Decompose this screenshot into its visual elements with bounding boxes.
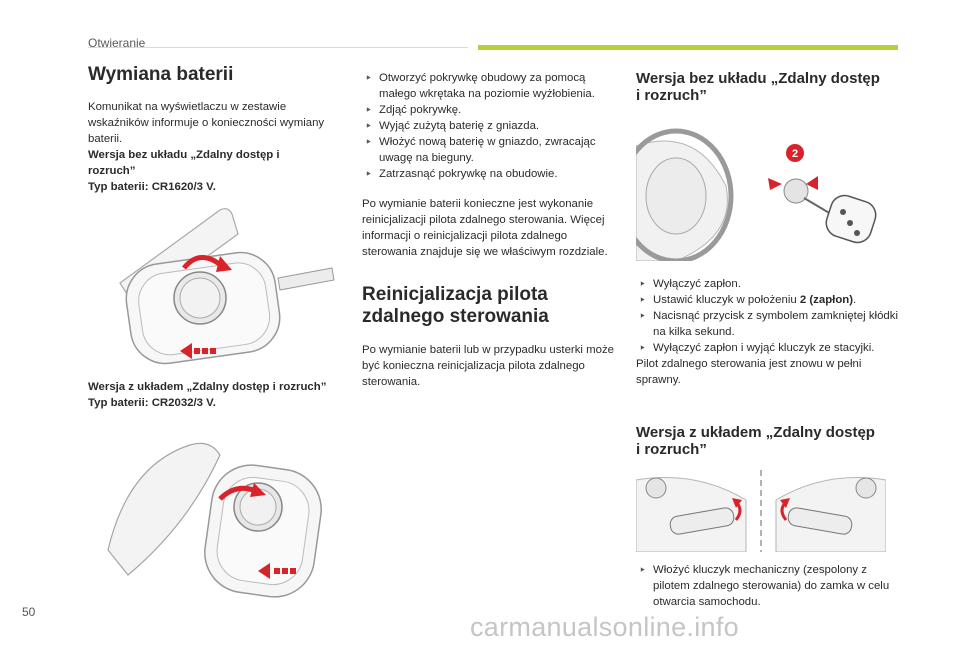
battery-step: Włożyć nową baterię w gniazdo, zwracając…	[362, 134, 614, 166]
reinit-step: Wyłączyć zapłon.	[636, 276, 898, 292]
column-reinit-v2-steps: Włożyć kluczyk mechaniczny (zespolony z …	[636, 562, 898, 610]
battery-step: Zdjąć pokrywkę.	[362, 102, 614, 118]
reinit-title-line2: zdalnego sterowania	[362, 306, 549, 327]
reinit-text: Po wymianie baterii lub w przypadku uste…	[362, 344, 614, 388]
column-reinit-v1-title: Wersja bez układu „Zdalny dostęp i rozru…	[636, 70, 906, 104]
v1-section-title-line2: i rozruch”	[636, 87, 707, 104]
column-steps: Otworzyć pokrywkę obudowy za pomocą małe…	[362, 70, 614, 390]
key-fob-battery-illustration-2	[107, 442, 322, 598]
v2-step: Włożyć kluczyk mechaniczny (zespolony z …	[636, 562, 898, 610]
battery-steps-list: Otworzyć pokrywkę obudowy za pomocą małe…	[362, 70, 614, 182]
battery-step: Zatrzasnąć pokrywkę na obudowie.	[362, 166, 614, 182]
ignition-position: 2 (zapłon)	[799, 294, 854, 306]
position-badge: 2	[792, 148, 798, 160]
reinit-step: Wyłączyć zapłon i wyjąć kluczyk ze stacy…	[636, 340, 898, 356]
reinit-title-line1: Reinicjalizacja pilota	[362, 284, 548, 305]
header-divider	[88, 47, 468, 48]
page-number: 50	[22, 605, 36, 619]
battery-step: Otworzyć pokrywkę obudowy za pomocą małe…	[362, 70, 614, 102]
column-reinit-v2-title: Wersja z układem „Zdalny dostęp i rozruc…	[636, 424, 906, 458]
v2-steps-list: Włożyć kluczyk mechaniczny (zespolony z …	[636, 562, 898, 610]
version-2-label-block: Wersja z układem „Zdalny dostęp i rozruc…	[88, 379, 348, 411]
reinit-result-text: Pilot zdalnego sterowania jest znowu w p…	[636, 358, 862, 386]
watermark: carmanualsonline.info	[470, 612, 739, 642]
after-replacement-text: Po wymianie baterii konieczne jest wykon…	[362, 198, 608, 258]
version-1-label-line2: rozruch”	[88, 165, 136, 177]
column-battery-replacement: Wymiana baterii Komunikat na wyświetlacz…	[88, 64, 340, 195]
v2-section-title-line1: Wersja z układem „Zdalny dostęp	[636, 424, 875, 441]
v2-section-title-line2: i rozruch”	[636, 441, 707, 458]
reinit-steps-list: Wyłączyć zapłon. Ustawić kluczyk w położ…	[636, 276, 898, 356]
door-lock-key-illustration	[636, 470, 886, 552]
ignition-key-illustration: 2	[636, 126, 886, 261]
section-label: Otwieranie	[88, 36, 146, 50]
page-title: Wymiana baterii	[88, 64, 234, 85]
v1-section-title-line1: Wersja bez układu „Zdalny dostęp	[636, 70, 880, 87]
version-2-battery-type: Typ baterii: CR2032/3 V.	[88, 397, 216, 409]
key-fob-battery-illustration-1	[119, 208, 335, 365]
column-reinit-v1-steps: Wyłączyć zapłon. Ustawić kluczyk w położ…	[636, 276, 898, 388]
header-accent-bar	[478, 45, 898, 50]
intro-text: Komunikat na wyświetlaczu w zestawie wsk…	[88, 101, 325, 145]
reinit-step: Ustawić kluczyk w położeniu 2 (zapłon).	[636, 292, 898, 308]
battery-step: Wyjąć zużytą baterię z gniazda.	[362, 118, 614, 134]
version-1-label-line1: Wersja bez układu „Zdalny dostęp i	[88, 149, 280, 161]
reinit-step: Nacisnąć przycisk z symbolem zamkniętej …	[636, 308, 898, 340]
version-1-battery-type: Typ baterii: CR1620/3 V.	[88, 181, 216, 193]
version-2-label: Wersja z układem „Zdalny dostęp i rozruc…	[88, 381, 327, 393]
